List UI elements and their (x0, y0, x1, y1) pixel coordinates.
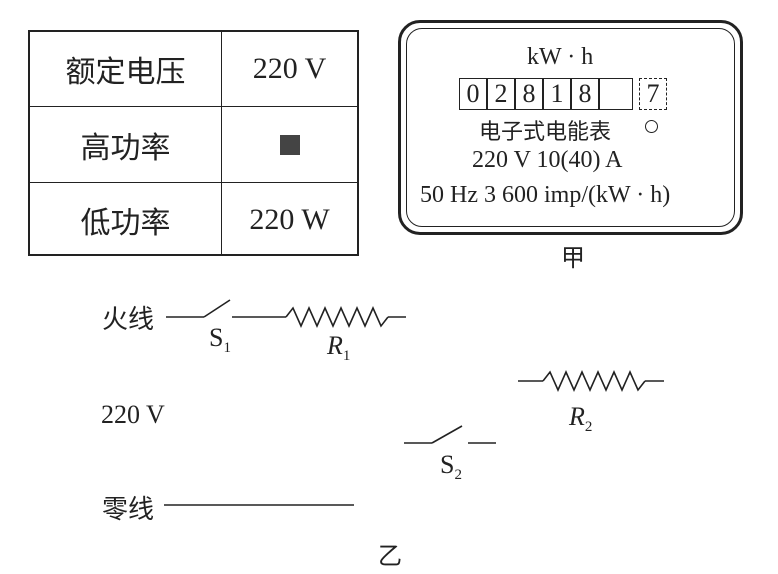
resistor-r1-letter: R (327, 331, 343, 360)
hidden-value-square-icon (279, 134, 300, 155)
figure-b-caption: 乙 (378, 542, 402, 570)
meter-decimal-digit: 7 (639, 78, 667, 110)
meter-digit: 0 (459, 78, 487, 110)
resistor-r2-icon (542, 370, 646, 392)
meter-digit-spacer (599, 78, 633, 110)
high-power-value (222, 107, 357, 182)
meter-digit: 1 (543, 78, 571, 110)
neutral-wire-label: 零线 (102, 495, 155, 525)
voltage-label: 220 V (101, 400, 165, 429)
table-row: 低功率 220 W (30, 182, 357, 256)
switch-s1-subscript: 1 (223, 340, 231, 356)
meter-frequency-constant: 50 Hz 3 600 imp/(kW · h) (420, 182, 671, 208)
switch-s1-label: S1 (209, 323, 231, 356)
high-power-label: 高功率 (30, 107, 222, 182)
energy-meter-frame (398, 20, 743, 235)
resistor-r2-letter: R (569, 402, 585, 431)
meter-rating: 220 V 10(40) A (472, 147, 623, 173)
meter-digit: 8 (571, 78, 599, 110)
table-row: 高功率 (30, 106, 357, 182)
meter-name: 电子式电能表 (479, 120, 612, 145)
resistor-r2-label: R2 (569, 402, 593, 435)
low-power-value: 220 W (249, 202, 330, 236)
resistor-r1-icon (285, 306, 389, 328)
switch-s1-letter: S (209, 323, 224, 352)
indicator-light-icon (645, 120, 658, 133)
switch-s2-blade (431, 425, 463, 444)
rated-voltage-label: 额定电压 (30, 32, 222, 106)
figure-a-caption: 甲 (561, 244, 585, 272)
switch-s2-letter: S (440, 450, 455, 479)
resistor-r2-subscript: 2 (584, 419, 593, 435)
low-power-label: 低功率 (30, 183, 222, 256)
meter-digit: 2 (487, 78, 515, 110)
meter-digit: 8 (515, 78, 543, 110)
rated-voltage-value: 220 V (252, 52, 327, 85)
energy-meter-inner-frame (406, 28, 735, 227)
resistor-r1-subscript: 1 (342, 348, 351, 364)
resistor-r1-label: R1 (327, 331, 351, 364)
live-wire-label: 火线 (102, 305, 155, 335)
spec-table: 额定电压 220 V 高功率 低功率 220 W (28, 30, 359, 256)
switch-s1-blade (203, 299, 231, 318)
switch-s2-subscript: 2 (454, 467, 462, 483)
switch-s2-label: S2 (440, 450, 462, 483)
meter-unit: kW · h (527, 44, 594, 70)
table-row: 额定电压 220 V (30, 32, 357, 106)
